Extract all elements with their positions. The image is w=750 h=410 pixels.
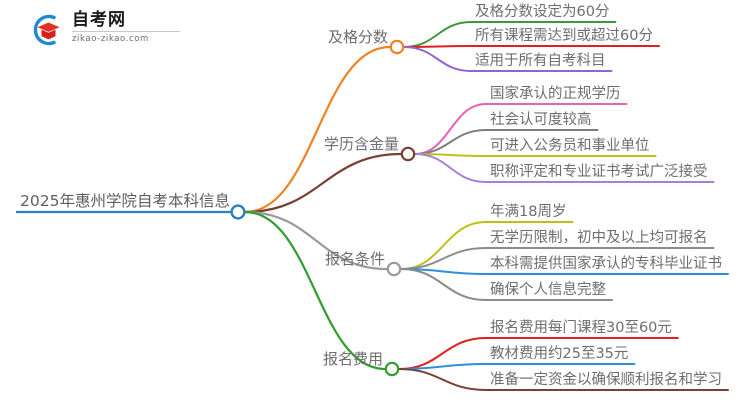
branch-node-1[interactable] — [389, 39, 405, 55]
site-logo[interactable]: 自考网 zikao-zikao.com — [28, 9, 188, 51]
leaf-label-3-1[interactable]: 年满18周岁 — [490, 204, 567, 220]
leaf-label-2-2[interactable]: 社会认可度较高 — [490, 112, 592, 128]
logo-name: 自考网 — [72, 10, 126, 30]
leaf-label-1-2[interactable]: 所有课程需达到或超过60分 — [475, 28, 653, 44]
logo-text-block: 自考网 zikao-zikao.com — [72, 10, 180, 44]
root-node[interactable] — [230, 204, 246, 220]
branch-node-3[interactable] — [386, 261, 402, 277]
branch-label-4[interactable]: 报名费用 — [322, 350, 383, 368]
leaf-label-2-3[interactable]: 可进入公务员和事业单位 — [490, 138, 650, 154]
leaf-label-3-3[interactable]: 本科需提供国家承认的专科毕业证书 — [490, 256, 722, 272]
logo-divider — [72, 31, 180, 32]
leaf-label-3-4[interactable]: 确保个人信息完整 — [490, 282, 606, 298]
branch-node-2[interactable] — [400, 146, 416, 162]
leaf-label-2-1[interactable]: 国家承认的正规学历 — [490, 86, 621, 102]
branch-label-1[interactable]: 及格分数 — [327, 28, 388, 46]
leaf-label-2-4[interactable]: 职称评定和专业证书考试广泛接受 — [490, 164, 708, 180]
leaf-label-1-1[interactable]: 及格分数设定为60分 — [475, 4, 610, 20]
logo-url: zikao-zikao.com — [72, 34, 149, 44]
branch-node-4[interactable] — [384, 361, 400, 377]
leaf-label-4-2[interactable]: 教材费用约25至35元 — [490, 346, 629, 362]
branch-label-2[interactable]: 学历含金量 — [323, 135, 399, 153]
leaf-label-1-3[interactable]: 适用于所有自考科目 — [475, 53, 606, 69]
leaf-label-4-3[interactable]: 准备一定资金以确保顺利报名和学习 — [490, 372, 722, 388]
leaf-label-4-1[interactable]: 报名费用每门课程30至60元 — [490, 320, 672, 336]
graduation-cap-icon — [33, 14, 60, 46]
root-node-label[interactable]: 2025年惠州学院自考本科信息 — [20, 192, 230, 210]
branch-label-3[interactable]: 报名条件 — [324, 250, 385, 268]
leaf-label-3-2[interactable]: 无学历限制，初中及以上均可报名 — [490, 230, 708, 246]
